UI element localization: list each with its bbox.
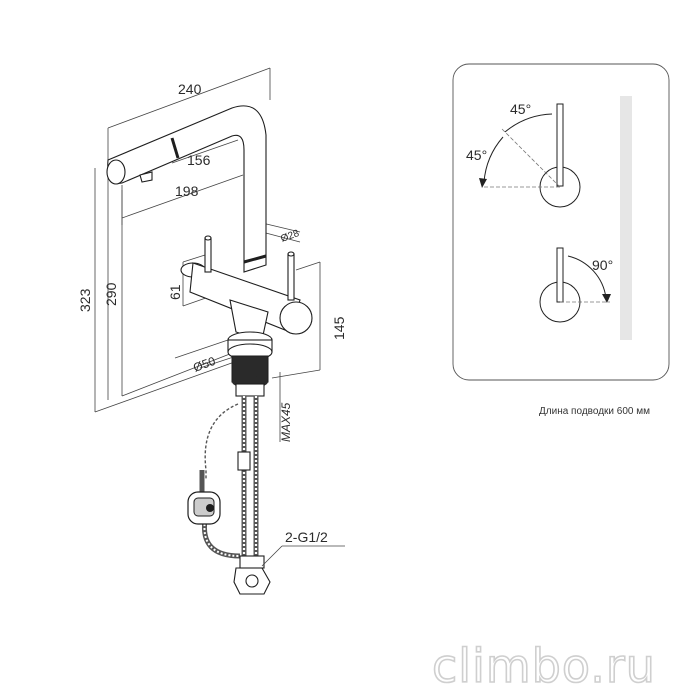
dimension-label-d28: Ø28	[279, 228, 301, 245]
dimension-label-d50: Ø50	[191, 354, 217, 375]
dimension-label-max45: MAX45	[279, 402, 293, 442]
rotation-panel: 45° 45° 90°	[452, 63, 670, 381]
watermark-text: climbo.ru	[432, 639, 656, 693]
supply-hose-caption: Длина подводки 600 мм	[539, 406, 650, 417]
hoses	[187, 396, 271, 595]
dimension-label-61: 61	[167, 284, 183, 300]
rotation-panel-frame	[452, 63, 670, 381]
rotation-panel-bar	[620, 96, 632, 340]
dimension-label-156: 156	[187, 152, 211, 168]
handle-top-view-lower: 90°	[539, 247, 613, 323]
dimension-label-240: 240	[178, 81, 202, 97]
dimension-heights: 323 290	[77, 160, 241, 413]
handle-top-view-upper: 45° 45°	[466, 101, 581, 208]
faucet-body	[180, 235, 313, 341]
angle-label-lower: 90°	[592, 257, 613, 273]
angle-label-upper-left: 45°	[466, 147, 487, 163]
dimension-spout-to-base: 198	[121, 174, 244, 225]
dimension-label-323: 323	[77, 288, 93, 312]
faucet-base	[227, 331, 273, 397]
dimension-label-connection: 2-G1/2	[285, 529, 328, 545]
dimension-spout-reach: 156	[171, 139, 239, 168]
faucet-side-view: 240 156 198 323 290 61	[77, 67, 347, 595]
dimension-label-198: 198	[175, 183, 199, 199]
dimension-label-145: 145	[331, 316, 347, 340]
spout	[106, 105, 267, 273]
dimension-width-total: 240	[107, 67, 271, 160]
angle-label-upper-right: 45°	[510, 101, 531, 117]
dimension-connection: 2-G1/2	[261, 529, 345, 567]
dimension-label-290: 290	[103, 282, 119, 306]
dimension-max-thickness: MAX45	[279, 372, 293, 442]
